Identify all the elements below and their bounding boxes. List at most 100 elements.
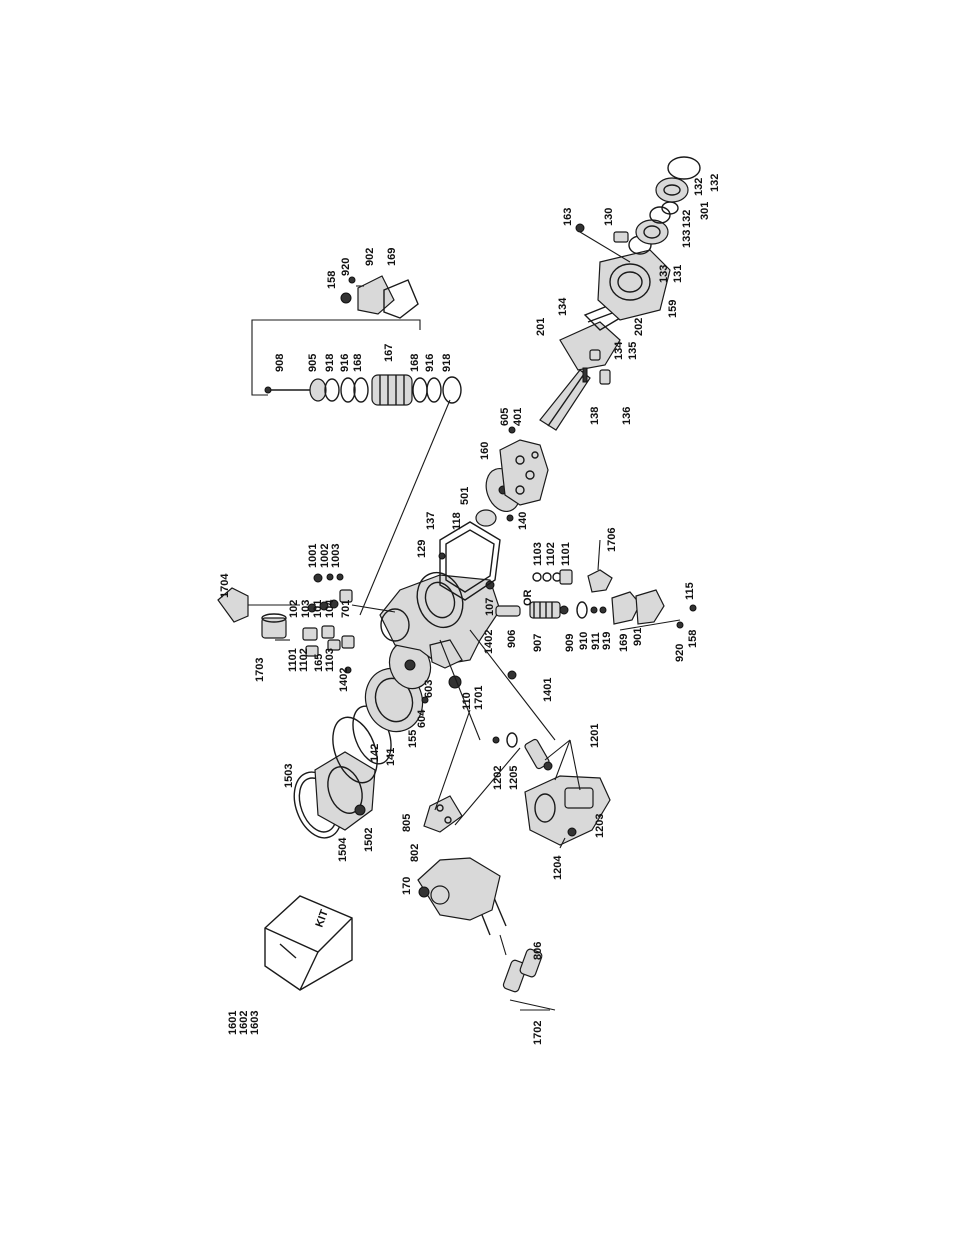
part-label-168b: 168 xyxy=(409,354,421,372)
part-label-1703: 1703 xyxy=(254,658,266,682)
end-cover-1503 xyxy=(293,705,392,839)
part-label-155: 155 xyxy=(407,730,419,748)
or-marker: OR xyxy=(522,589,534,606)
part-label-158b: 158 xyxy=(687,630,699,648)
part-label-1504: 1504 xyxy=(337,837,349,862)
valve-cylinder-167 xyxy=(251,319,462,406)
part-label-918a: 918 xyxy=(324,354,336,372)
part-label-168a: 168 xyxy=(352,354,364,372)
part-label-170: 170 xyxy=(401,877,413,895)
part-label-906: 906 xyxy=(506,630,518,648)
part-label-603: 603 xyxy=(423,680,435,698)
part-label-132b: 132 xyxy=(693,178,705,196)
part-label-1001: 1001 xyxy=(307,544,319,568)
part-label-133a: 133 xyxy=(658,265,670,283)
part-label-1002: 1002 xyxy=(319,544,331,568)
part-label-130: 130 xyxy=(603,208,615,226)
steering-housing-assembly-left xyxy=(417,747,556,1011)
part-label-115: 115 xyxy=(684,582,696,600)
part-label-1201: 1201 xyxy=(589,724,601,748)
part-label-401: 401 xyxy=(512,408,524,426)
valve-1706 xyxy=(485,539,613,593)
sector-gear-201 xyxy=(559,304,622,385)
part-label-167: 167 xyxy=(383,344,395,362)
part-label-916b: 916 xyxy=(424,354,436,372)
side-cover-159 xyxy=(575,223,671,321)
part-label-918b: 918 xyxy=(441,354,453,372)
part-label-1102b: 1102 xyxy=(545,542,557,566)
part-label-1601: 1601 xyxy=(227,1011,239,1035)
part-label-104: 104 xyxy=(324,599,336,618)
part-label-604: 604 xyxy=(416,709,428,728)
part-label-1205: 1205 xyxy=(508,766,520,790)
piston-shaft-assembly xyxy=(485,369,591,512)
part-label-140: 140 xyxy=(517,512,529,530)
part-label-163: 163 xyxy=(562,208,574,226)
part-label-1101b: 1101 xyxy=(560,542,572,566)
part-label-118: 118 xyxy=(451,512,463,530)
part-label-902: 902 xyxy=(364,248,376,266)
part-label-135: 135 xyxy=(627,342,639,360)
kit-box-text: KIT xyxy=(314,908,331,929)
piston-plates-155 xyxy=(344,640,432,733)
part-label-907: 907 xyxy=(532,634,544,652)
part-label-1602: 1602 xyxy=(238,1011,250,1035)
part-label-169b: 169 xyxy=(618,634,630,652)
part-label-908: 908 xyxy=(274,354,286,372)
part-label-701: 701 xyxy=(340,600,352,618)
part-label-1204: 1204 xyxy=(552,855,564,880)
part-label-1401: 1401 xyxy=(542,678,554,702)
part-label-605: 605 xyxy=(499,408,511,426)
part-label-131: 131 xyxy=(672,265,684,283)
part-label-911: 911 xyxy=(590,632,602,650)
part-label-102: 102 xyxy=(288,600,300,618)
part-label-905: 905 xyxy=(307,354,319,372)
part-label-1603: 1603 xyxy=(249,1011,261,1035)
part-label-1101a: 1101 xyxy=(287,648,299,672)
part-label-138: 138 xyxy=(589,407,601,425)
seal-stack-top-right xyxy=(613,156,701,255)
part-label-916a: 916 xyxy=(339,354,351,372)
part-label-920b: 920 xyxy=(674,644,686,662)
part-label-134a: 134 xyxy=(557,297,569,316)
part-label-1103a: 1103 xyxy=(324,648,336,672)
part-label-201: 201 xyxy=(535,318,547,336)
part-label-1103b: 1103 xyxy=(532,542,544,566)
part-label-920a: 920 xyxy=(340,258,352,276)
part-label-129: 129 xyxy=(416,540,428,558)
part-label-159: 159 xyxy=(667,300,679,318)
part-label-806: 806 xyxy=(532,942,544,960)
part-label-142: 142 xyxy=(369,744,381,762)
part-label-103: 103 xyxy=(300,600,312,618)
part-label-107: 107 xyxy=(484,598,496,616)
part-label-501: 501 xyxy=(459,487,471,505)
part-label-909: 909 xyxy=(564,634,576,652)
part-label-1701: 1701 xyxy=(473,686,485,710)
part-label-137: 137 xyxy=(425,512,437,530)
part-label-1502: 1502 xyxy=(363,828,375,852)
part-label-301: 301 xyxy=(699,202,711,220)
part-label-805: 805 xyxy=(401,814,413,832)
part-label-132c: 132 xyxy=(709,174,721,192)
part-label-158a: 158 xyxy=(326,271,338,289)
part-label-132a: 132 xyxy=(681,210,693,228)
part-label-802: 802 xyxy=(409,844,421,862)
control-valve-1203 xyxy=(492,732,611,849)
part-label-141: 141 xyxy=(385,748,397,766)
connector-lines xyxy=(268,399,681,811)
gasket-137 xyxy=(438,509,514,601)
part-label-1702: 1702 xyxy=(532,1021,544,1045)
part-label-919: 919 xyxy=(601,632,613,650)
top-cover-902 xyxy=(340,275,419,319)
part-label-901: 901 xyxy=(632,628,644,646)
part-label-1402b: 1402 xyxy=(483,630,495,654)
part-label-1003: 1003 xyxy=(330,544,342,568)
part-label-169a: 169 xyxy=(386,248,398,266)
part-label-1503: 1503 xyxy=(283,764,295,788)
part-label-1203: 1203 xyxy=(594,814,606,838)
part-label-133b: 133 xyxy=(681,230,693,248)
spring-stack-906 xyxy=(495,589,697,629)
part-label-136: 136 xyxy=(621,407,633,425)
